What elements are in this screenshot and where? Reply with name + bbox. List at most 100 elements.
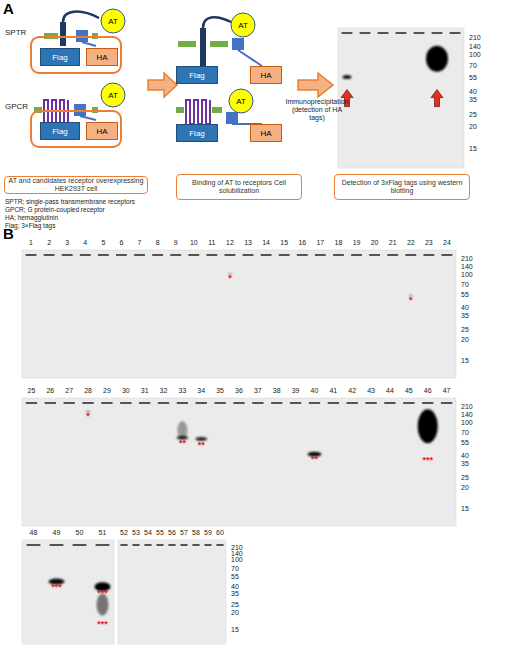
- kda-marker: 35: [231, 590, 239, 597]
- kda-marker: 100: [469, 51, 481, 58]
- lane-number: 56: [162, 529, 182, 536]
- node-text: Flag: [52, 53, 68, 62]
- band-asterisk: *: [220, 274, 240, 283]
- lane-dash: [62, 254, 73, 256]
- lane-dash: [441, 402, 452, 404]
- red-pointer-arrow: [431, 90, 443, 107]
- node-text: Detection of 3xFlag tags using western b…: [338, 179, 466, 195]
- circle-shape: [231, 13, 255, 37]
- lane-dash: [177, 402, 188, 404]
- circle-shape: [229, 89, 253, 113]
- lane-number: 28: [78, 387, 98, 394]
- kda-marker: 70: [461, 281, 469, 288]
- lane-number: 46: [418, 387, 438, 394]
- lane-number: 50: [70, 529, 90, 536]
- lane-number: 13: [238, 239, 258, 246]
- lane-dash: [158, 402, 169, 404]
- blot-membrane: [22, 250, 456, 378]
- lane-number: 43: [361, 387, 381, 394]
- lane-dash: [422, 402, 433, 404]
- antithrombin-circle: AT: [100, 82, 126, 108]
- kda-marker: 100: [461, 419, 473, 426]
- lane-dash: [315, 254, 326, 256]
- lane-dash: [405, 254, 416, 256]
- lane-dash: [196, 402, 207, 404]
- kda-marker: 140: [469, 43, 481, 50]
- ha-tag-box: HA: [250, 66, 282, 84]
- band-asterisk: *: [401, 296, 421, 305]
- flag-tag-box: Flag: [40, 48, 80, 66]
- band-asterisk: **: [304, 455, 324, 464]
- lane-number: 23: [419, 239, 439, 246]
- kda-marker: 40: [469, 88, 477, 95]
- kda-marker: 210: [461, 255, 473, 262]
- lane-dash: [384, 402, 395, 404]
- lane-dash: [360, 32, 371, 34]
- band-asterisk: ***: [47, 583, 67, 592]
- lane-number: 26: [40, 387, 60, 394]
- lane-number: 49: [47, 529, 67, 536]
- lane-number: 19: [347, 239, 367, 246]
- panel-letter: A: [3, 1, 14, 16]
- step-caption-box: Binding of AT to receptors Cell solubili…: [176, 174, 302, 200]
- kda-marker: 15: [461, 505, 469, 512]
- flag-tag-box: Flag: [176, 66, 218, 84]
- kda-marker: 35: [461, 460, 469, 467]
- lane-dash: [279, 254, 290, 256]
- ha-tag-box: HA: [250, 124, 282, 142]
- band-asterisk: **: [191, 441, 211, 450]
- arrow-label: Immunoprecipitation (detection of HA tag…: [284, 98, 350, 122]
- kda-marker: 210: [469, 34, 481, 41]
- lane-dash: [156, 544, 163, 546]
- kda-marker: 40: [461, 452, 469, 459]
- lane-dash: [342, 32, 353, 34]
- lane-number: 36: [229, 387, 249, 394]
- kda-marker: 25: [231, 601, 239, 608]
- kda-marker: 15: [231, 626, 239, 633]
- lane-dash: [192, 544, 199, 546]
- kda-marker: 15: [461, 357, 469, 364]
- kda-marker: 210: [231, 544, 243, 551]
- lane-dash: [233, 402, 244, 404]
- kda-marker: 20: [461, 336, 469, 343]
- lane-number: 51: [93, 529, 113, 536]
- kda-marker: 25: [461, 326, 469, 333]
- node-text: HA: [96, 53, 107, 62]
- lane-dash: [204, 544, 211, 546]
- lane-number: 12: [220, 239, 240, 246]
- lane-number: 48: [24, 529, 44, 536]
- lane-dash: [333, 254, 344, 256]
- node-text: HA: [260, 129, 271, 138]
- lane-dash: [120, 544, 127, 546]
- lane-number: 55: [150, 529, 170, 536]
- antithrombin-circle: AT: [228, 88, 254, 114]
- lane-number: 35: [210, 387, 230, 394]
- lane-number: 54: [138, 529, 158, 536]
- lane-dash: [225, 254, 236, 256]
- node-text: AT and candidates receptor overexpressin…: [8, 177, 144, 193]
- lane-dash: [188, 254, 199, 256]
- kda-marker: 55: [231, 573, 239, 580]
- lane-dash: [82, 402, 93, 404]
- lane-number: 53: [126, 529, 146, 536]
- node-text: HA: [260, 71, 271, 80]
- lane-dash: [44, 254, 55, 256]
- abbreviation-note: GPCR; G protein-coupled receptor: [5, 207, 105, 214]
- lane-dash: [27, 544, 41, 546]
- flag-tag-box: Flag: [40, 122, 80, 140]
- lane-number: 39: [286, 387, 306, 394]
- lane-number: 59: [198, 529, 218, 536]
- lane-dash: [369, 254, 380, 256]
- kda-marker: 210: [461, 403, 473, 410]
- lane-dash: [180, 544, 187, 546]
- kda-marker: 15: [469, 145, 477, 152]
- lane-dash: [423, 254, 434, 256]
- node-text: AT: [236, 97, 246, 106]
- lane-dash: [132, 544, 139, 546]
- lane-number: 31: [135, 387, 155, 394]
- lane-dash: [414, 32, 425, 34]
- kda-marker: 140: [461, 263, 473, 270]
- lane-number: 58: [186, 529, 206, 536]
